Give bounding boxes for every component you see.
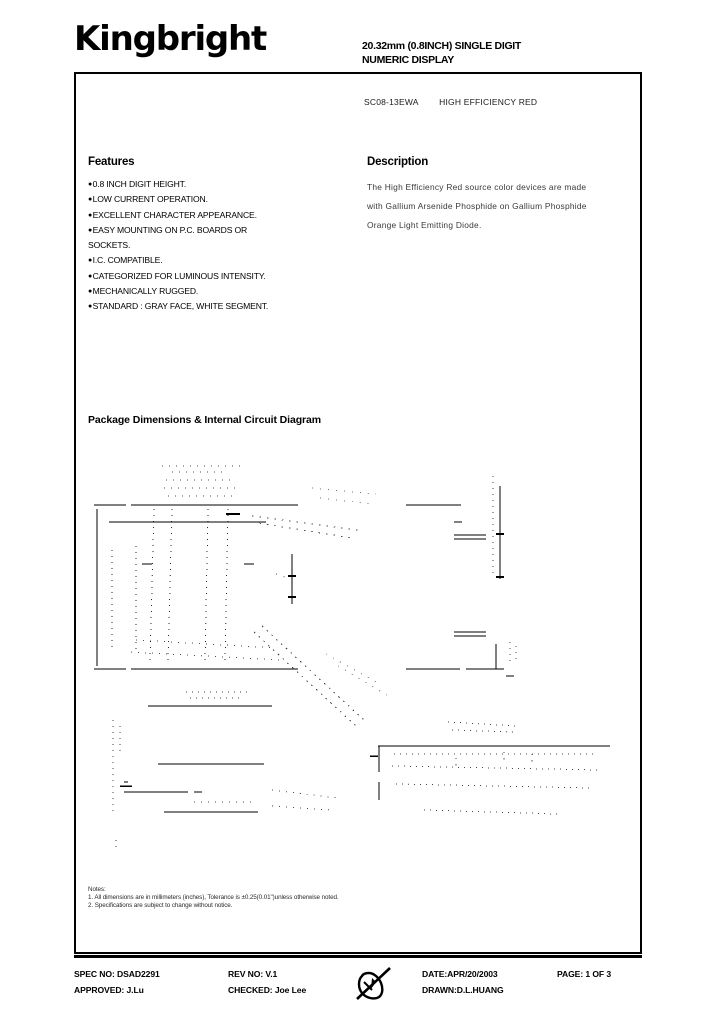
feature-item: ●LOW CURRENT OPERATION. <box>88 192 338 207</box>
footer: SPEC NO: DSAD2291 APPROVED: J.Lu REV NO:… <box>0 962 720 1008</box>
approved-by: APPROVED: J.Lu <box>74 985 144 995</box>
description-line-2: with Gallium Arsenide Phosphide on Galli… <box>367 201 587 211</box>
bullet-icon: ● <box>88 303 93 311</box>
document-title: 20.32mm (0.8INCH) SINGLE DIGIT NUMERIC D… <box>362 40 662 67</box>
signature-stamp-icon <box>352 962 398 1006</box>
bullet-icon: ● <box>88 226 93 234</box>
rev-no: REV NO: V.1 <box>228 969 278 979</box>
feature-item: ●MECHANICALLY RUGGED. <box>88 284 338 299</box>
description-heading: Description <box>367 156 429 168</box>
feature-item: ●I.C. COMPATIBLE. <box>88 253 338 268</box>
bullet-icon: ● <box>88 196 93 204</box>
description-line-3: Orange Light Emitting Diode. <box>367 220 482 230</box>
package-drawing-svg <box>94 465 610 852</box>
bullet-icon: ● <box>88 257 93 265</box>
part-number-line: SC08-13EWA HIGH EFFICIENCY RED <box>364 97 537 107</box>
spec-no: SPEC NO: DSAD2291 <box>74 969 160 979</box>
description-line-1: The High Efficiency Red source color dev… <box>367 182 587 192</box>
footer-divider <box>74 955 642 958</box>
feature-item: ●EXCELLENT CHARACTER APPEARANCE. <box>88 208 338 223</box>
feature-item: ●EASY MOUNTING ON P.C. BOARDS OR SOCKETS… <box>88 223 338 254</box>
notes-line-1: 1. All dimensions are in millimeters (in… <box>88 894 339 902</box>
feature-item: ●0.8 INCH DIGIT HEIGHT. <box>88 177 338 192</box>
feature-text: LOW CURRENT OPERATION. <box>92 194 208 205</box>
bullet-icon: ● <box>88 211 93 219</box>
footer-page-column: PAGE: 1 OF 3 <box>557 966 611 982</box>
footer-rev-column: REV NO: V.1 CHECKED: Joe Lee <box>228 966 306 998</box>
package-dimensions-heading: Package Dimensions & Internal Circuit Di… <box>88 414 321 426</box>
notes-block: Notes: 1. All dimensions are in millimet… <box>88 886 528 911</box>
description-body: The High Efficiency Red source color dev… <box>367 178 629 235</box>
notes-heading: Notes: <box>88 886 106 893</box>
footer-date-column: DATE:APR/20/2003 DRAWN:D.L.HUANG <box>422 966 504 998</box>
features-list: ●0.8 INCH DIGIT HEIGHT. ●LOW CURRENT OPE… <box>88 177 338 315</box>
checked-by: CHECKED: Joe Lee <box>228 985 307 995</box>
bullet-icon: ● <box>88 181 93 188</box>
features-section: Features ●0.8 INCH DIGIT HEIGHT. ●LOW CU… <box>88 156 338 315</box>
feature-text: MECHANICALLY RUGGED. <box>92 286 199 297</box>
feature-item: ●CATEGORIZED FOR LUMINOUS INTENSITY. <box>88 269 338 284</box>
feature-text: EXCELLENT CHARACTER APPEARANCE. <box>92 209 257 220</box>
package-drawing <box>76 454 640 894</box>
page-number: PAGE: 1 OF 3 <box>557 969 612 979</box>
date: DATE:APR/20/2003 <box>422 969 498 979</box>
drawn-by: DRAWN:D.L.HUANG <box>422 985 504 995</box>
feature-text: EASY MOUNTING ON P.C. BOARDS OR SOCKETS. <box>88 224 248 251</box>
notes-line-2: 2. Specifications are subject to change … <box>88 902 233 910</box>
description-section: Description The High Efficiency Red sour… <box>367 156 629 235</box>
bullet-icon: ● <box>88 288 93 296</box>
feature-item: ●STANDARD : GRAY FACE, WHITE SEGMENT. <box>88 299 338 314</box>
part-color: HIGH EFFICIENCY RED <box>439 97 538 107</box>
document-title-line-2: NUMERIC DISPLAY <box>362 53 454 66</box>
content-frame: SC08-13EWA HIGH EFFICIENCY RED Features … <box>74 72 642 954</box>
feature-text: STANDARD : GRAY FACE, WHITE SEGMENT. <box>92 301 269 312</box>
document-title-line-1: 20.32mm (0.8INCH) SINGLE DIGIT <box>362 40 522 52</box>
signature-stamp-svg <box>356 967 391 1000</box>
company-logo: Kingbright <box>74 19 267 59</box>
feature-text: 0.8 INCH DIGIT HEIGHT. <box>92 179 187 189</box>
feature-text: CATEGORIZED FOR LUMINOUS INTENSITY. <box>92 270 266 281</box>
features-heading: Features <box>88 156 135 168</box>
footer-spec-column: SPEC NO: DSAD2291 APPROVED: J.Lu <box>74 966 160 998</box>
part-number: SC08-13EWA <box>364 97 419 107</box>
feature-text: I.C. COMPATIBLE. <box>92 255 163 266</box>
bullet-icon: ● <box>88 272 93 280</box>
